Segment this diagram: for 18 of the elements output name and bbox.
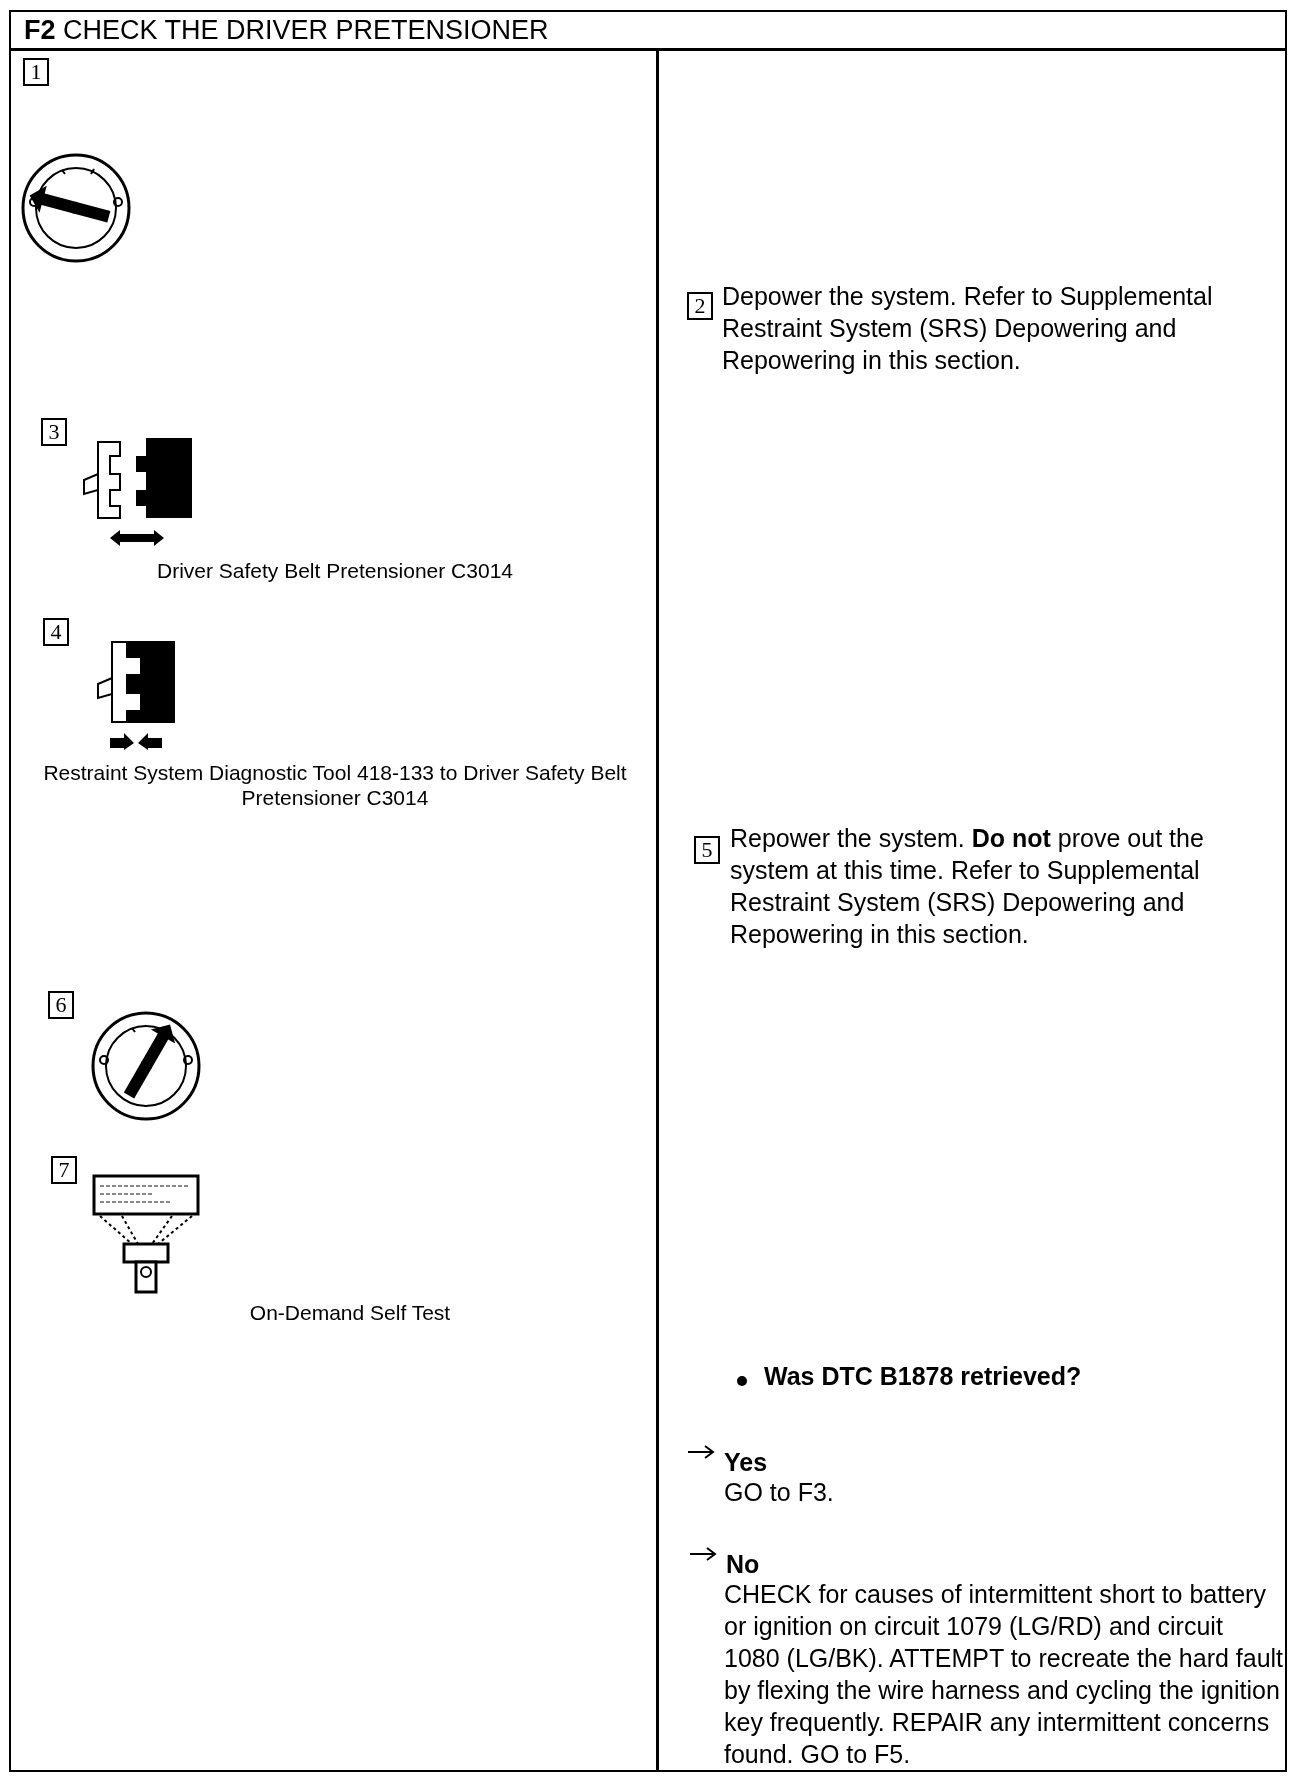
step-number: 5 [694, 836, 720, 864]
step-number: 4 [43, 618, 69, 646]
instruction-text: Repower the system. Do not prove out the system at this time. Refer to Supplemental Restraint System (SRS) Depowering and Repowering in this section. [730, 823, 1205, 950]
step-number: 1 [23, 58, 49, 86]
step-number: 3 [41, 418, 67, 446]
instruction-text: Depower the system. Refer to Supplemental Restraint System (SRS) Depowering and Repowering in this section. [722, 281, 1214, 376]
step-number: 7 [51, 1156, 77, 1184]
caption: Restraint System Diagnostic Tool 418-133 to Driver Safety Belt Pretensioner C3014 [42, 760, 628, 810]
caption: Driver Safety Belt Pretensioner C3014 [156, 558, 514, 583]
caption: On-Demand Self Test [248, 1300, 452, 1325]
instruction-text: GO to F3. [724, 1477, 835, 1508]
answer-label: Yes [724, 1447, 769, 1478]
title: F2 CHECK THE DRIVER PRETENSIONER [24, 14, 549, 46]
instruction-text: CHECK for causes of intermittent short to battery or ignition on circuit 1079 (LG/RD) and circuit 1080 (LG/BK). ATTEMPT to recreate the hard fault by flexing the wire harness and cycling the ignition key frequently. REPAIR any intermittent concerns found. GO to F5. [724, 1579, 1284, 1770]
question-text: Was DTC B1878 retrieved? [764, 1361, 1083, 1392]
step-number: 2 [687, 292, 713, 320]
step-number: 6 [48, 991, 74, 1019]
answer-label: No [726, 1549, 761, 1580]
